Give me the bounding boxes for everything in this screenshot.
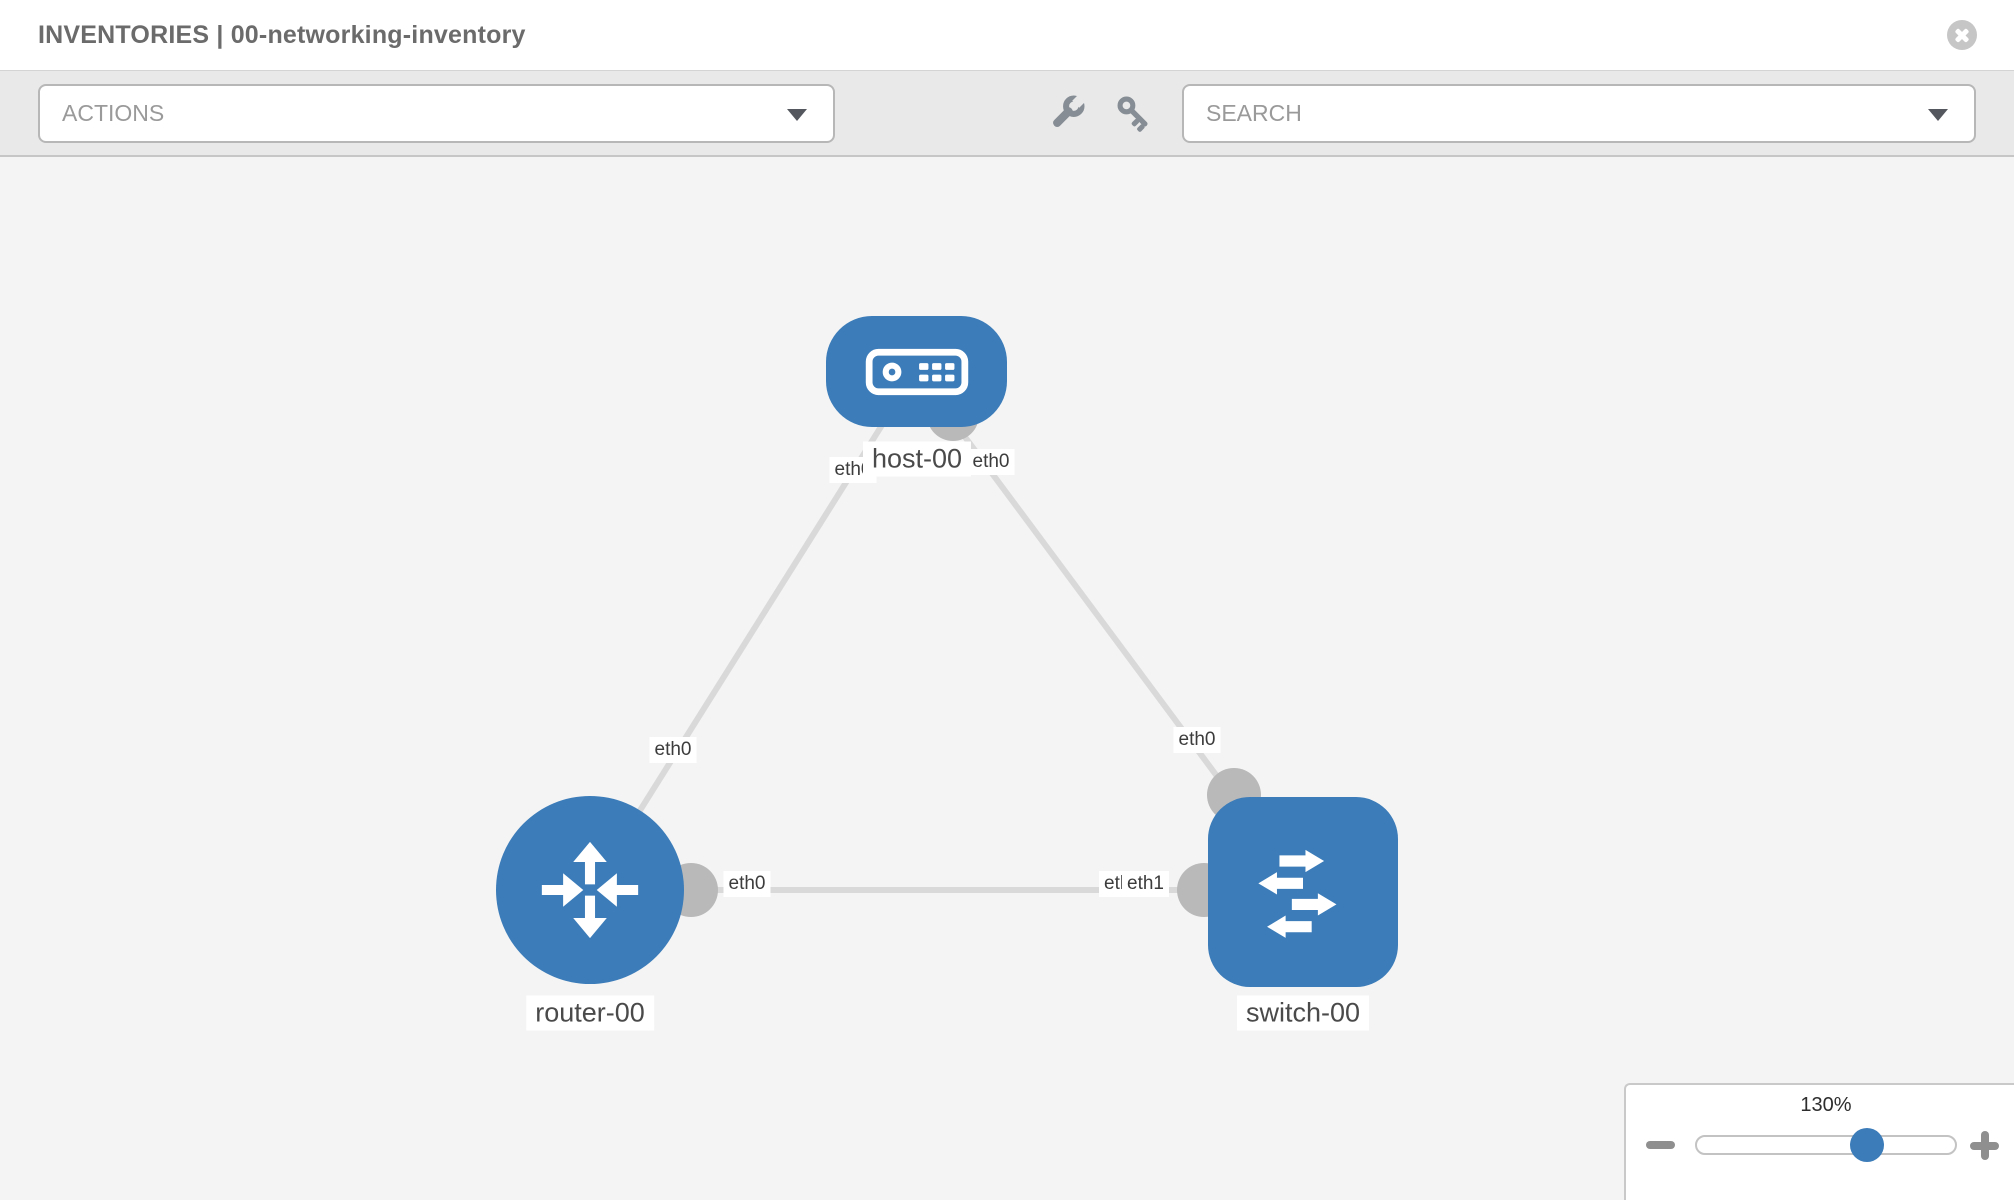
interface-label: eth0	[1173, 727, 1221, 753]
topology-canvas[interactable]: eth0 eth0 host-00 eth0 eth0 eth0 eth0 et…	[0, 157, 2014, 1200]
zoom-in-button[interactable]	[1970, 1131, 1999, 1160]
toolbar: ACTIONS SEARCH	[0, 71, 2014, 157]
topology-links	[587, 369, 1306, 894]
chevron-down-icon	[1928, 109, 1948, 121]
interface-label: eth0	[723, 871, 771, 897]
search-dropdown-label: SEARCH	[1206, 100, 1302, 126]
node-router-00[interactable]	[496, 796, 684, 984]
zoom-out-button[interactable]	[1646, 1141, 1675, 1149]
key-icon[interactable]	[1113, 92, 1157, 136]
node-label-host: host-00	[862, 441, 972, 477]
interface-label: eth0	[829, 457, 877, 483]
router-icon	[541, 841, 639, 939]
node-host-00[interactable]	[826, 316, 1007, 427]
plus-icon	[1980, 1131, 1989, 1160]
zoom-slider-knob[interactable]	[1850, 1128, 1885, 1162]
switch-icon	[1258, 849, 1337, 938]
wrench-icon[interactable]	[1044, 92, 1088, 136]
actions-dropdown-label: ACTIONS	[62, 100, 165, 126]
server-icon	[865, 348, 968, 395]
header: INVENTORIES | 00-networking-inventory	[0, 0, 2014, 71]
interface-label: eth0	[649, 737, 697, 763]
node-label-switch: switch-00	[1236, 995, 1370, 1031]
zoom-panel: 130%	[1624, 1083, 2014, 1200]
node-label-router: router-00	[526, 995, 654, 1031]
page-title: INVENTORIES | 00-networking-inventory	[38, 21, 526, 49]
close-button[interactable]	[1947, 20, 1977, 50]
node-switch-00[interactable]	[1208, 797, 1398, 987]
chevron-down-icon	[787, 109, 807, 121]
actions-dropdown[interactable]: ACTIONS	[38, 84, 835, 143]
interface-label: eth0	[967, 449, 1015, 475]
search-dropdown[interactable]: SEARCH	[1182, 84, 1976, 143]
interface-label: eth1	[1122, 871, 1169, 897]
zoom-level-text: 130%	[1800, 1094, 1852, 1116]
zoom-slider[interactable]	[1695, 1128, 1957, 1162]
